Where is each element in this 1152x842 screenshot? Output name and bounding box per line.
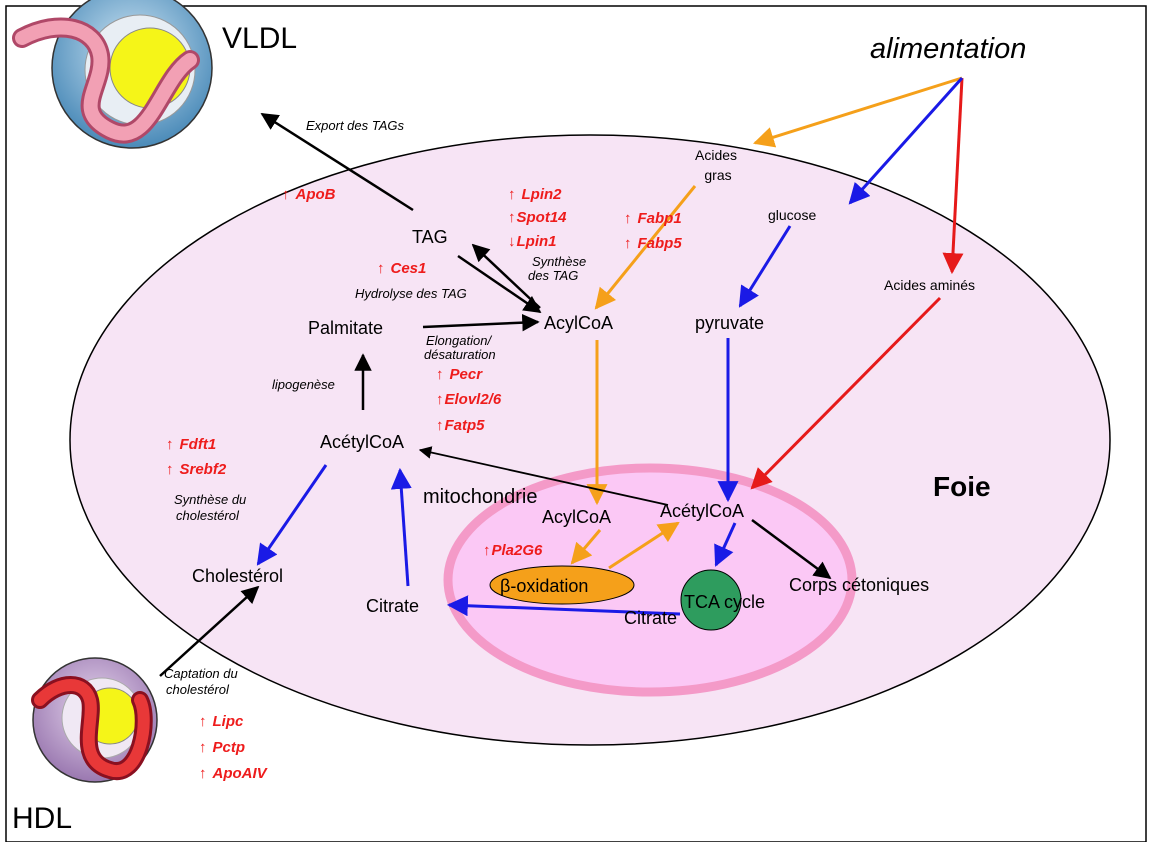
tca-cycle-label: TCA cycle xyxy=(684,592,765,612)
hdl-label: HDL xyxy=(12,802,72,835)
acylcoa-mito-label: AcylCoA xyxy=(542,507,611,527)
gene-fatp5: ↑Fatp5 xyxy=(436,417,485,434)
arrow-acylcoa-to-beta-oxidation xyxy=(570,529,602,565)
citrate-label: Citrate xyxy=(366,596,419,616)
acides-amines-label: Acides aminés xyxy=(884,277,975,293)
tca-cycle-shape xyxy=(680,569,742,631)
acylcoa-label: AcylCoA xyxy=(544,313,613,333)
arrow-glucose-to-pyruvate xyxy=(738,225,792,308)
palmitate-label: Palmitate xyxy=(308,318,383,338)
arrow-tag-to-acylcoa xyxy=(457,254,542,314)
acides-gras-label: Acides gras xyxy=(695,147,741,183)
beta-oxidation-shape xyxy=(489,565,635,605)
gene-fabp1: ↑Fabp1 xyxy=(624,210,682,227)
mitochondrie-label: mitochondrie xyxy=(423,486,538,508)
gene-pctp: ↑Pctp xyxy=(199,739,245,756)
arrow-tag-export xyxy=(260,112,414,212)
gene-ces1: ↑Ces1 xyxy=(377,260,426,277)
arrow-food-to-amino-acids xyxy=(942,77,964,275)
elongation-label: Elongation/ désaturation xyxy=(424,333,496,362)
arrow-beta-oxidation-to-acetylcoa xyxy=(608,521,680,570)
gene-lipc: ↑Lipc xyxy=(199,713,244,730)
pyruvate-label: pyruvate xyxy=(695,313,764,333)
lipogenese-label: lipogenèse xyxy=(272,377,335,392)
foie-label: Foie xyxy=(933,471,991,502)
hdl-particle-icon xyxy=(31,657,158,783)
tag-label: TAG xyxy=(412,227,448,247)
arrow-acetylcoa-export xyxy=(418,446,669,506)
gene-spot14: ↑Spot14 xyxy=(508,209,567,226)
glucose-label: glucose xyxy=(768,207,816,223)
mitochondrion xyxy=(443,463,857,697)
synthese-chol-label: Synthèse du cholestérol xyxy=(174,492,250,523)
frame-border xyxy=(5,5,1147,842)
arrow-amino-acids-to-acetylcoa xyxy=(750,296,942,490)
vldl-label: VLDL xyxy=(222,22,297,55)
gene-pecr: ↑Pecr xyxy=(436,366,483,383)
gene-fabp5: ↑Fabp5 xyxy=(624,235,682,252)
vldl-particle-icon xyxy=(12,0,213,149)
gene-lpin2: ↑Lpin2 xyxy=(508,186,562,203)
corps-cetoniques-label: Corps cétoniques xyxy=(789,575,929,595)
arrow-food-to-glucose xyxy=(848,76,964,205)
gene-apob: ↑ApoB xyxy=(282,186,336,203)
citrate-mito-label: Citrate xyxy=(624,608,677,628)
hydrolyse-label: Hydrolyse des TAG xyxy=(355,286,467,301)
gene-elovl: ↑Elovl2/6 xyxy=(436,391,502,408)
gene-srebf2: ↑Srebf2 xyxy=(166,461,227,478)
cholesterol-label: Cholestérol xyxy=(192,566,283,586)
acetylcoa-label: AcétylCoA xyxy=(320,432,404,452)
synthese-tag-label: Synthèse des TAG xyxy=(528,254,590,283)
arrow-citrate-export xyxy=(446,595,681,617)
export-label: Export des TAGs xyxy=(306,118,405,133)
acetylcoa-mito-label: AcétylCoA xyxy=(660,501,744,521)
arrow-fatty-acids-to-acylcoa xyxy=(594,185,697,310)
beta-oxidation-label: β-oxidation xyxy=(500,576,588,596)
gene-apoaiv: ↑ApoAIV xyxy=(199,765,269,782)
captation-label: Captation du cholestérol xyxy=(164,666,241,697)
arrow-palmitate-to-acylcoa xyxy=(422,313,540,332)
arrow-citrate-to-acetylcoa xyxy=(390,467,412,587)
arrow-acetylcoa-to-cholesterol xyxy=(256,464,328,566)
arrow-acetylcoa-to-ketones xyxy=(751,518,832,580)
gene-lpin1: ↓Lpin1 xyxy=(508,233,557,250)
arrow-food-to-fatty-acids xyxy=(752,76,963,148)
gene-pla2g6: ↑Pla2G6 xyxy=(483,542,543,559)
arrow-acetylcoa-to-tca xyxy=(714,522,737,567)
alimentation-label: alimentation xyxy=(870,33,1026,65)
arrow-hdl-to-cholesterol xyxy=(159,585,260,677)
gene-fdft1: ↑Fdft1 xyxy=(166,436,216,453)
